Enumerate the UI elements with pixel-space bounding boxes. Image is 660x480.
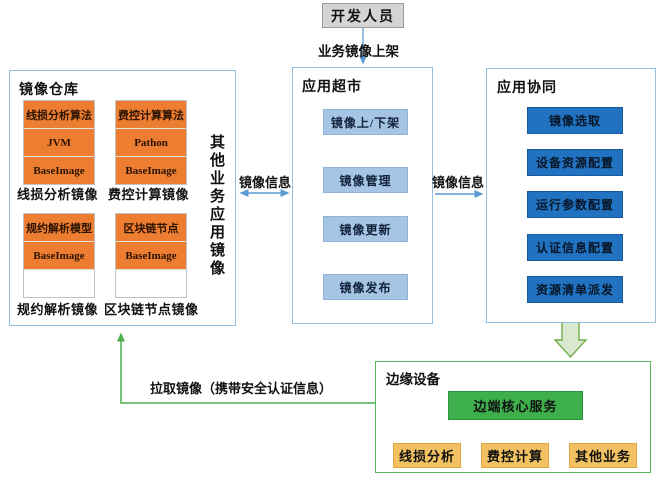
market-box: 应用超市 镜像上/下架 镜像管理 镜像更新 镜像发布 (292, 67, 433, 324)
stack-layer: BaseImage (24, 242, 94, 270)
repo-title: 镜像仓库 (19, 83, 79, 98)
collab-title: 应用协同 (497, 81, 557, 96)
info-label-left: 镜像信息 (239, 175, 292, 190)
image-stack-blockchain: 区块链节点 BaseImage (115, 213, 187, 298)
info-label-right: 镜像信息 (432, 175, 485, 190)
edge-device-title: 边缘设备 (386, 372, 440, 387)
edge-core-service-box: 边端核心服务 (448, 391, 583, 420)
market-button-manage: 镜像管理 (323, 167, 408, 193)
developer-label: 开发人员 (331, 9, 395, 25)
collab-button-run-params: 运行参数配置 (527, 191, 623, 218)
stack-layer: Pathon (116, 129, 186, 157)
pull-image-label: 拉取镜像（携带安全认证信息） (150, 381, 333, 396)
stack-layer-empty (24, 270, 94, 297)
edge-device-box: 边缘设备 边端核心服务 线损分析 费控计算 其他业务 (375, 361, 651, 473)
collab-button-select: 镜像选取 (527, 107, 623, 134)
collab-button-dispatch: 资源清单派发 (527, 276, 623, 303)
market-button-publish: 镜像发布 (323, 274, 408, 300)
stack-layer: JVM (24, 129, 94, 157)
stack-layer-empty (116, 270, 186, 297)
stack-layer: BaseImage (116, 242, 186, 270)
stack-caption-protocol: 规约解析镜像 (17, 302, 99, 317)
stack-layer: BaseImage (24, 157, 94, 184)
stack-caption-feecontrol: 费控计算镜像 (108, 187, 190, 202)
edge-service-other: 其他业务 (569, 443, 637, 468)
market-button-onoff: 镜像上/下架 (323, 109, 408, 135)
stack-layer: 线损分析算法 (24, 101, 94, 129)
image-stack-feecontrol: 费控计算算法 Pathon BaseImage (115, 100, 187, 185)
market-button-update: 镜像更新 (323, 216, 408, 242)
stack-layer: BaseImage (116, 157, 186, 184)
market-title: 应用超市 (302, 80, 362, 95)
edge-service-feecontrol: 费控计算 (481, 443, 549, 468)
edge-service-lineloss: 线损分析 (393, 443, 461, 468)
repo-vertical-note: 其他业务应用镜像 (208, 134, 224, 278)
collab-button-device-config: 设备资源配置 (527, 149, 623, 176)
stack-layer: 规约解析模型 (24, 214, 94, 242)
image-stack-protocol: 规约解析模型 BaseImage (23, 213, 95, 298)
developer-box: 开发人员 (322, 3, 404, 28)
stack-caption-lineloss: 线损分析镜像 (17, 187, 99, 202)
pull-image-path (117, 332, 442, 407)
repo-box: 镜像仓库 线损分析算法 JVM BaseImage 费控计算算法 Pathon … (9, 70, 236, 326)
dev-arrow-label: 业务镜像上架 (318, 44, 399, 59)
stack-caption-blockchain: 区块链节点镜像 (104, 302, 199, 317)
image-stack-lineloss: 线损分析算法 JVM BaseImage (23, 100, 95, 185)
stack-layer: 费控计算算法 (116, 101, 186, 129)
collab-button-auth-config: 认证信息配置 (527, 234, 623, 261)
collab-box: 应用协同 镜像选取 设备资源配置 运行参数配置 认证信息配置 资源清单派发 (486, 68, 656, 323)
stack-layer: 区块链节点 (116, 214, 186, 242)
